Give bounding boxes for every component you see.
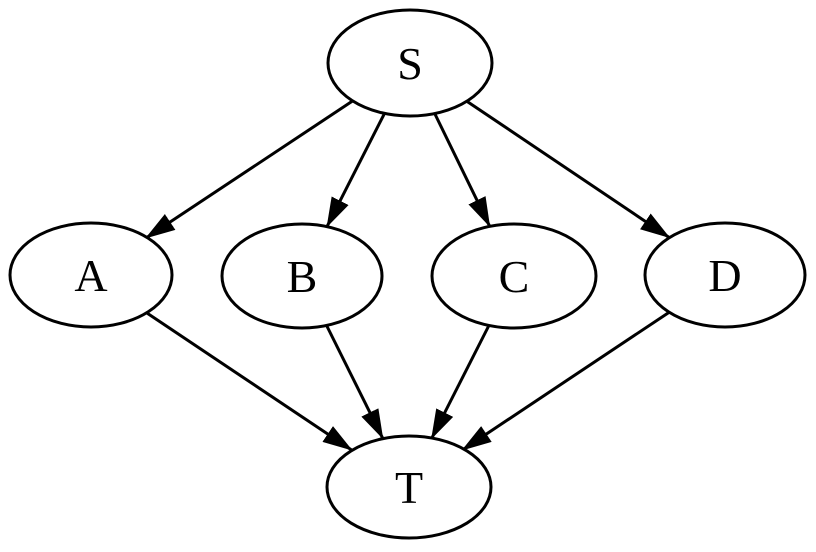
node-C-ellipse	[430, 222, 598, 330]
edge-S-A	[145, 99, 354, 240]
edge-S-D	[465, 99, 671, 239]
node-D-label: D	[708, 250, 741, 301]
edge-B-T	[325, 324, 385, 440]
node-T-ellipse	[325, 434, 493, 540]
node-C: C	[430, 222, 598, 330]
node-C-label: C	[499, 251, 530, 302]
node-A-ellipse	[8, 221, 174, 329]
node-S-label: S	[397, 38, 423, 89]
edge-S-B	[325, 112, 386, 228]
node-S: S	[326, 8, 494, 118]
edge-C-T	[430, 324, 491, 440]
node-S-ellipse	[326, 8, 494, 118]
node-T-label: T	[395, 462, 423, 513]
node-B-label: B	[287, 251, 318, 302]
node-D: D	[643, 221, 807, 329]
edge-S-C	[433, 112, 492, 228]
node-D-ellipse	[643, 221, 807, 329]
node-T: T	[325, 434, 493, 540]
node-A: A	[8, 221, 174, 329]
node-group: S A B C D T	[8, 8, 807, 540]
edge-group	[144, 99, 671, 452]
node-B: B	[220, 222, 384, 330]
edge-A-T	[144, 311, 353, 452]
node-B-ellipse	[220, 222, 384, 330]
node-A-label: A	[74, 250, 107, 301]
edge-D-T	[461, 310, 671, 452]
